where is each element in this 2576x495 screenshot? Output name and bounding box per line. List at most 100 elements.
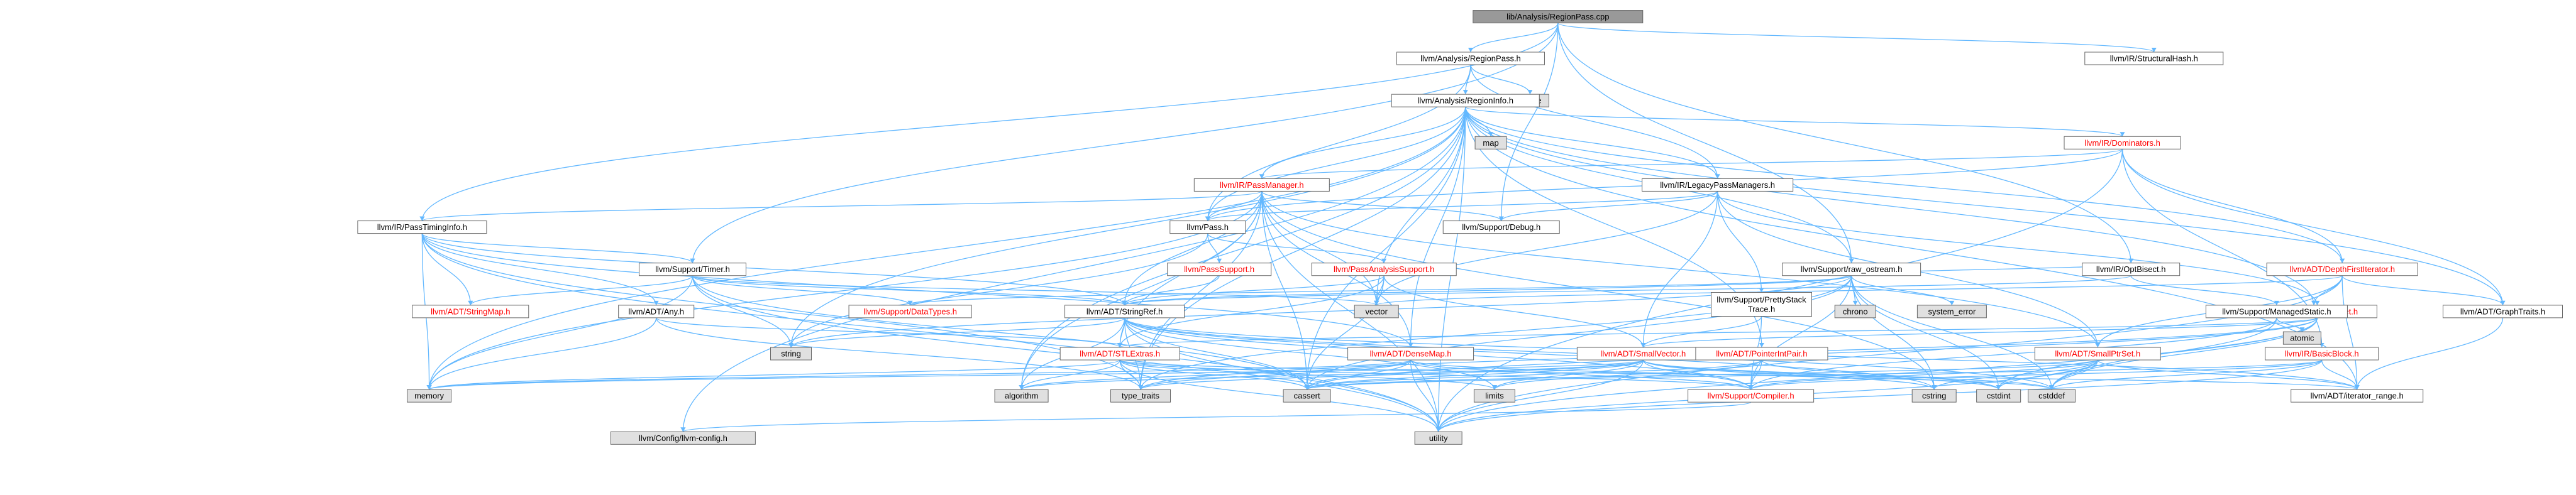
node-box-prettystack (1710, 292, 1812, 317)
edge-timer-to-string (692, 275, 792, 348)
node-box-root (1473, 10, 1644, 24)
node-box-stringmap (412, 305, 529, 318)
edge-regioninfo-to-string (790, 107, 1466, 348)
node-label-prettystack: llvm/Support/PrettyStack (1716, 295, 1806, 305)
edge-dfiter-to-vector (1376, 275, 2343, 306)
edge-smallvector-to-typetraits (1140, 359, 1644, 390)
node-label-smallptrset: llvm/ADT/SmallPtrSet.h (2055, 349, 2140, 359)
edge-smallptrset-to-iterrange (2097, 359, 2358, 390)
node-dfiter[interactable]: llvm/ADT/DepthFirstIterator.h (2266, 263, 2418, 276)
node-box-densemap (1347, 347, 1474, 361)
node-graphtraits[interactable]: llvm/ADT/GraphTraits.h (2443, 305, 2563, 318)
node-managedstatic[interactable]: llvm/Support/ManagedStatic.h (2205, 305, 2348, 318)
edge-any-to-stlextras (656, 317, 1120, 348)
node-label-iterrange: llvm/ADT/iterator_range.h (2311, 391, 2404, 401)
edge-timer-to-stringref (692, 275, 1125, 306)
node-passsupport[interactable]: llvm/PassSupport.h (1167, 263, 1272, 276)
node-any[interactable]: llvm/ADT/Any.h (618, 305, 695, 318)
edge-dominators-to-dfiter (2121, 149, 2343, 263)
node-label-stringmap: llvm/ADT/StringMap.h (431, 307, 510, 316)
edge-stlextras-to-utility (1119, 359, 1439, 432)
edge-arrowhead-passtiming-to-timer (690, 258, 695, 263)
node-box-cassert (1283, 389, 1331, 403)
node-box-compiler (1688, 389, 1815, 403)
node-regioninfo[interactable]: llvm/Analysis/RegionInfo.h (1391, 94, 1540, 107)
node-label-debug: llvm/Support/Debug.h (1462, 222, 1540, 232)
edge-arrowhead-pass_h-to-passanalysis (1381, 258, 1387, 263)
node-regionpass_h[interactable]: llvm/Analysis/RegionPass.h (1396, 52, 1545, 65)
node-label-memory: memory (414, 391, 444, 401)
node-label-map: map (1483, 138, 1498, 148)
node-box-legacypm (1642, 178, 1794, 192)
node-smallptrset[interactable]: llvm/ADT/SmallPtrSet.h (2034, 347, 2161, 361)
node-label-passanalysis: llvm/PassAnalysisSupport.h (1334, 264, 1434, 274)
node-stringmap[interactable]: llvm/ADT/StringMap.h (412, 305, 529, 318)
edge-arrowhead-basicblock-to-compiler (1748, 385, 1754, 390)
node-box-passmanager (1193, 178, 1330, 192)
node-label-string: string (781, 349, 801, 359)
node-box-smallptrset (2034, 347, 2161, 361)
node-rawostream[interactable]: llvm/Support/raw_ostream.h (1782, 263, 1921, 276)
node-smallvector[interactable]: llvm/ADT/SmallVector.h (1576, 347, 1710, 361)
node-passanalysis[interactable]: llvm/PassAnalysisSupport.h (1311, 263, 1457, 276)
edge-regionpass_h-to-regioninfo (1465, 64, 1471, 95)
node-label-prettystack: Trace.h (1748, 305, 1776, 314)
edge-basicblock-to-compiler (1750, 359, 2323, 390)
node-label-pass_h: llvm/Pass.h (1187, 222, 1229, 232)
node-label-algorithm: algorithm (1005, 391, 1038, 401)
node-label-llvmconfig: llvm/Config/llvm-config.h (639, 433, 727, 443)
edge-arrowhead-dominators-to-dfiter (2340, 258, 2345, 263)
node-pointerint[interactable]: llvm/ADT/PointerIntPair.h (1695, 347, 1828, 361)
edge-legacypm-to-foldingset (1717, 191, 2318, 305)
node-box-vector (1354, 305, 1399, 318)
edge-arrowhead-legacypm-to-foldingset (2314, 300, 2320, 305)
edge-regioninfo-to-memory (428, 107, 1466, 390)
node-box-cstring (1911, 389, 1957, 403)
node-legacypm[interactable]: llvm/IR/LegacyPassManagers.h (1642, 178, 1794, 192)
node-passmanager[interactable]: llvm/IR/PassManager.h (1193, 178, 1330, 192)
edge-dfiter-to-graphtraits (2341, 275, 2504, 306)
node-label-cassert: cassert (1294, 391, 1320, 401)
node-label-passtiming: llvm/IR/PassTimingInfo.h (377, 222, 467, 232)
node-iterrange[interactable]: llvm/ADT/iterator_range.h (2291, 389, 2424, 403)
node-label-stringref: llvm/ADT/StringRef.h (1086, 307, 1163, 316)
node-root[interactable]: lib/Analysis/RegionPass.cpp (1473, 10, 1644, 24)
node-basicblock[interactable]: llvm/IR/BasicBlock.h (2265, 347, 2379, 361)
node-passtiming[interactable]: llvm/IR/PassTimingInfo.h (357, 220, 487, 234)
edge-passtiming-to-stringmap (421, 233, 471, 305)
node-label-any: llvm/ADT/Any.h (628, 307, 684, 316)
node-compiler[interactable]: llvm/Support/Compiler.h (1688, 389, 1815, 403)
node-timer[interactable]: llvm/Support/Timer.h (638, 263, 746, 276)
node-stringref[interactable]: llvm/ADT/StringRef.h (1064, 305, 1185, 318)
edge-smallvector-to-memory (428, 359, 1644, 390)
node-datatypes[interactable]: llvm/Support/DataTypes.h (848, 305, 972, 318)
node-box-passsupport (1167, 263, 1272, 276)
node-optbisect[interactable]: llvm/IR/OptBisect.h (2082, 263, 2181, 276)
node-vector: vector (1354, 305, 1399, 318)
edge-passmanager-to-vector (1261, 191, 1377, 305)
edge-pass_h-to-passanalysis (1207, 233, 1385, 264)
edge-densemap-to-typetraits (1140, 359, 1412, 390)
edge-passmanager-to-smallptrset (1261, 191, 2098, 348)
edge-smallvector-to-utility (1438, 360, 1644, 432)
edge-passmanager-to-utility (1261, 191, 1439, 432)
node-dominators[interactable]: llvm/IR/Dominators.h (2064, 136, 2181, 150)
node-box-pointerint (1695, 347, 1828, 361)
edge-arrowhead-regionpass_h-to-regioninfo (1462, 90, 1468, 95)
node-pass_h[interactable]: llvm/Pass.h (1169, 220, 1246, 234)
node-stlextras[interactable]: llvm/ADT/STLExtras.h (1059, 347, 1180, 361)
node-densemap[interactable]: llvm/ADT/DenseMap.h (1347, 347, 1474, 361)
edge-arrowhead-basicblock-to-iterrange (2354, 385, 2360, 390)
node-structhash[interactable]: llvm/IR/StructuralHash.h (2084, 52, 2224, 65)
node-label-chrono: chrono (1843, 307, 1868, 316)
node-box-dfiter (2266, 263, 2418, 276)
edge-passsupport-to-stringref (1124, 275, 1220, 306)
node-debug[interactable]: llvm/Support/Debug.h (1442, 220, 1560, 234)
node-cstdint: cstdint (1976, 389, 2021, 403)
node-label-regionpass_h: llvm/Analysis/RegionPass.h (1420, 53, 1521, 63)
edge-arrowhead-legacypm-to-debug (1498, 216, 1504, 221)
edge-arrowhead-pointerint-to-limits (1491, 385, 1497, 390)
node-label-passmanager: llvm/IR/PassManager.h (1220, 180, 1304, 190)
